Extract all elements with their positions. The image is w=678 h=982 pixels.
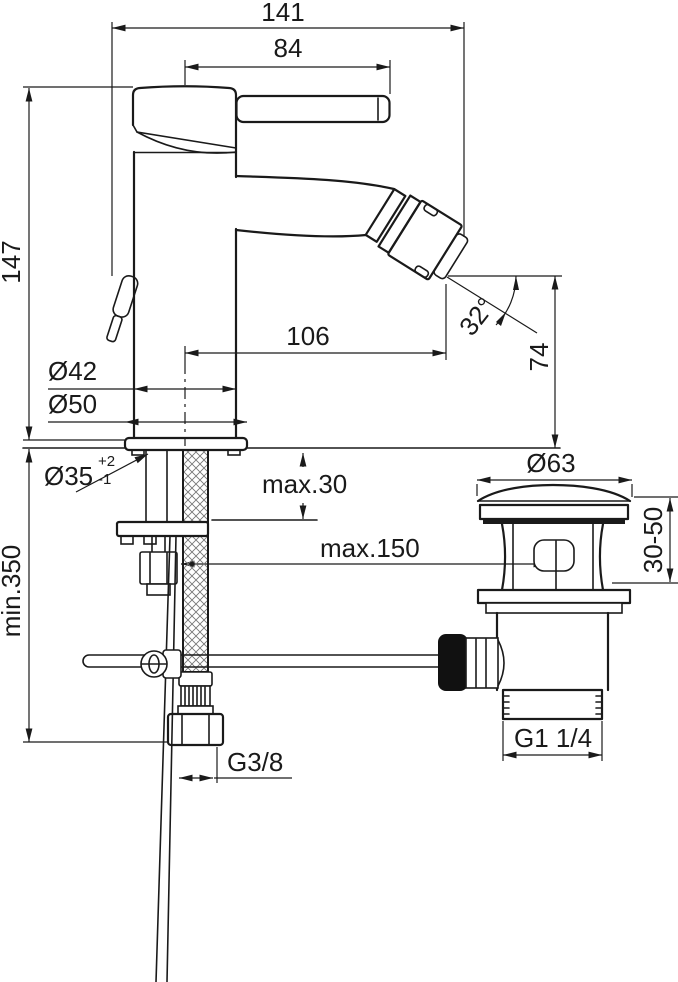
- waste-lower-flange: [476, 588, 632, 605]
- handle-lever: [235, 94, 391, 124]
- flange-tab-2: [143, 535, 157, 545]
- arrow-arc-top: [513, 276, 519, 290]
- dim-spout-height-label: 74: [524, 343, 554, 372]
- faucet-cap: [131, 85, 238, 154]
- dim-waste-thread-label: G1 1/4: [514, 723, 592, 753]
- dim-waste-cap-diameter-label: Ø63: [526, 448, 575, 478]
- waste-rod-hole: [533, 539, 575, 572]
- dim-handle-length-label: 84: [274, 33, 303, 63]
- base-plate: [123, 436, 249, 452]
- flexible-hose-left-edge: [155, 535, 171, 982]
- aerator: [364, 188, 469, 281]
- base-tab-left: [131, 449, 145, 456]
- waste-flange: [478, 503, 630, 521]
- dim-body-height-label: 147: [0, 240, 26, 283]
- arrow-arc-bottom: [496, 312, 506, 326]
- ball-joint-knob: [438, 634, 468, 691]
- aerator-end-cap: [433, 233, 469, 280]
- aerator-ring-1: [364, 188, 407, 243]
- dim-popup-reach-label: max.150: [320, 533, 420, 563]
- aerator-notch-top: [423, 203, 439, 217]
- flexible-hose-right-edge: [166, 535, 177, 982]
- waste-thread-section: [501, 688, 604, 721]
- base-tab-right: [227, 449, 241, 456]
- waste-plug-dome: [476, 483, 632, 503]
- mounting-flange: [115, 520, 210, 538]
- hose-collar-lower: [177, 705, 214, 715]
- under-deck-assembly: [82, 449, 441, 982]
- popup-rod-horizontal: [82, 654, 441, 668]
- faucet: [106, 85, 469, 456]
- dim-deck-thickness-label: max.30: [262, 469, 347, 499]
- supply-nut-g38: [166, 712, 225, 747]
- spout-top-edge: [234, 174, 396, 191]
- dim-body-diameter-label: Ø42: [48, 356, 97, 386]
- spout-bottom-edge: [234, 228, 368, 238]
- dim-hole-diameter-label: Ø35: [44, 461, 93, 491]
- dim-overall-width-label: 141: [261, 0, 304, 27]
- dim-spout-reach-label: 106: [286, 321, 329, 351]
- hose-corrugation: [180, 685, 211, 707]
- popup-rod-clamp: [140, 649, 182, 679]
- flange-tab-1: [120, 535, 134, 545]
- side-lever: [106, 275, 139, 343]
- dim-hole-tolerance-plus: +2: [98, 453, 115, 470]
- waste-gasket: [483, 519, 625, 524]
- braided-supply-hose: [182, 449, 209, 673]
- ball-joint-curve: [497, 639, 505, 687]
- dim-supply-thread-label: G3/8: [227, 747, 283, 777]
- waste-body-right: [598, 522, 605, 592]
- ref-line-spray-angle: [446, 276, 538, 334]
- popup-waste-drain: [438, 483, 632, 721]
- waste-lower-band: [485, 602, 623, 614]
- dim-hole-tolerance-minus: -1: [98, 471, 111, 488]
- leader-hole-diameter: [75, 453, 149, 493]
- aerator-notch-bottom: [414, 265, 430, 279]
- hose-collar-upper: [178, 671, 213, 687]
- dimension-lines: [23, 22, 678, 783]
- dim-min-clearance-label: min.350: [0, 545, 26, 638]
- waste-body-left: [500, 522, 507, 592]
- ball-joint-collar: [465, 637, 499, 689]
- dim-base-diameter-label: Ø50: [48, 389, 97, 419]
- cap-handle-seam: [132, 124, 237, 149]
- mounting-nut: [139, 551, 178, 596]
- dim-waste-height-range-label: 30-50: [638, 507, 668, 574]
- dim-spray-angle-label: 32°: [453, 292, 501, 341]
